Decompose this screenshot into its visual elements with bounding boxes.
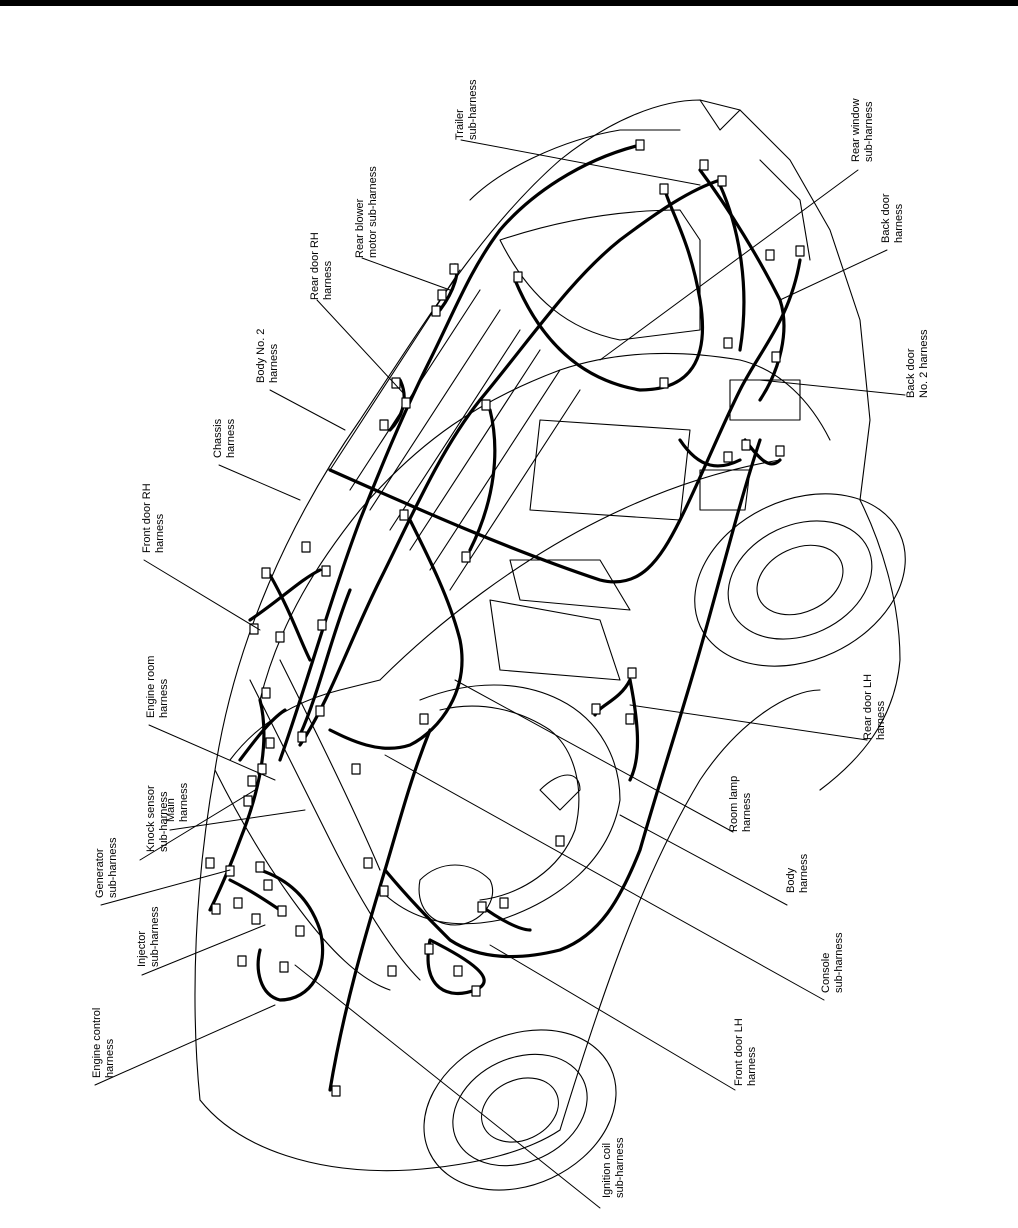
harness-wires — [208, 143, 802, 1092]
label-body-no2-harness: Body No. 2 harness — [255, 328, 280, 383]
label-back-door-harness: Back door harness — [880, 193, 905, 243]
header-rule — [0, 0, 1018, 6]
label-engine-room-harness: Engine room harness — [145, 655, 170, 718]
label-injector-sub-harness: Injector sub-harness — [136, 906, 161, 967]
label-back-door-no2-harness: Back door No. 2 harness — [905, 329, 930, 398]
label-generator-sub-harness: Generator sub-harness — [94, 837, 119, 898]
label-main-harness: Main harness — [165, 782, 190, 822]
label-room-lamp-harness: Room lamp harness — [728, 775, 753, 832]
label-body-harness: Body harness — [785, 853, 810, 893]
label-trailer-sub-harness: Trailer sub-harness — [454, 79, 479, 140]
label-rear-door-lh-harness: Rear door LH harness — [862, 673, 887, 740]
label-front-door-rh-harness: Front door RH harness — [141, 483, 166, 553]
label-rear-window-sub-harness: Rear window sub-harness — [850, 98, 875, 162]
leader-lines — [94, 139, 906, 1209]
connectors — [205, 139, 805, 1097]
label-console-sub-harness: Console sub-harness — [820, 932, 845, 993]
label-front-door-lh-harness: Front door LH harness — [733, 1018, 758, 1086]
label-ignition-coil-sub-harness: Ignition coil sub-harness — [601, 1137, 626, 1198]
label-engine-control-harness: Engine control harness — [91, 1007, 116, 1078]
vehicle-outline — [194, 99, 901, 1172]
label-chassis-harness: Chassis harness — [212, 418, 237, 458]
label-rear-blower-motor-sub-harness: Rear blower motor sub-harness — [354, 166, 379, 258]
label-rear-door-rh-harness: Rear door RH harness — [309, 232, 334, 300]
front-wheel — [423, 1029, 617, 1191]
rear-wheel — [694, 493, 906, 667]
